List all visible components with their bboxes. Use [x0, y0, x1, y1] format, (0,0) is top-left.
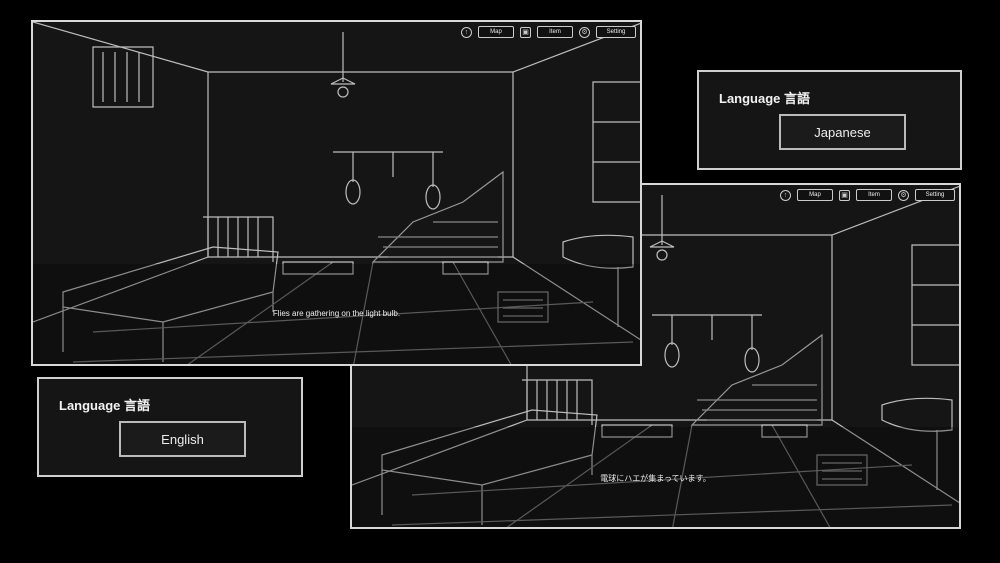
hud-bar: ↑ Map ▣ Item ⚙ Setting: [780, 189, 955, 201]
item-button[interactable]: Item: [856, 189, 892, 201]
floor-shade: [33, 264, 640, 364]
gear-icon: ⚙: [898, 189, 909, 201]
setting-button[interactable]: Setting: [915, 189, 955, 201]
map-button[interactable]: Map: [478, 26, 514, 38]
game-screen-english: ↑ Map ▣ Item ⚙ Setting Flies are gatheri…: [31, 20, 642, 366]
language-panel-english: Language 言語 English: [37, 377, 303, 477]
language-option-button[interactable]: Japanese: [779, 114, 906, 150]
language-panel-japanese: Language 言語 Japanese: [697, 70, 962, 170]
language-title: Language 言語: [59, 398, 151, 413]
map-button[interactable]: Map: [797, 189, 833, 201]
bag-icon: ▣: [520, 26, 531, 38]
setting-button[interactable]: Setting: [596, 26, 636, 38]
subtitle-text: Flies are gathering on the light bulb.: [272, 309, 401, 318]
language-option-button[interactable]: English: [119, 421, 246, 457]
language-title: Language 言語: [719, 91, 811, 106]
floor-shade: [352, 427, 959, 527]
subtitle-text: 電球にハエが集まっています。: [600, 474, 711, 483]
item-button[interactable]: Item: [537, 26, 573, 38]
map-icon: ↑: [461, 26, 472, 38]
hud-bar: ↑ Map ▣ Item ⚙ Setting: [461, 26, 636, 38]
bag-icon: ▣: [839, 189, 850, 201]
gear-icon: ⚙: [579, 26, 590, 38]
map-icon: ↑: [780, 189, 791, 201]
